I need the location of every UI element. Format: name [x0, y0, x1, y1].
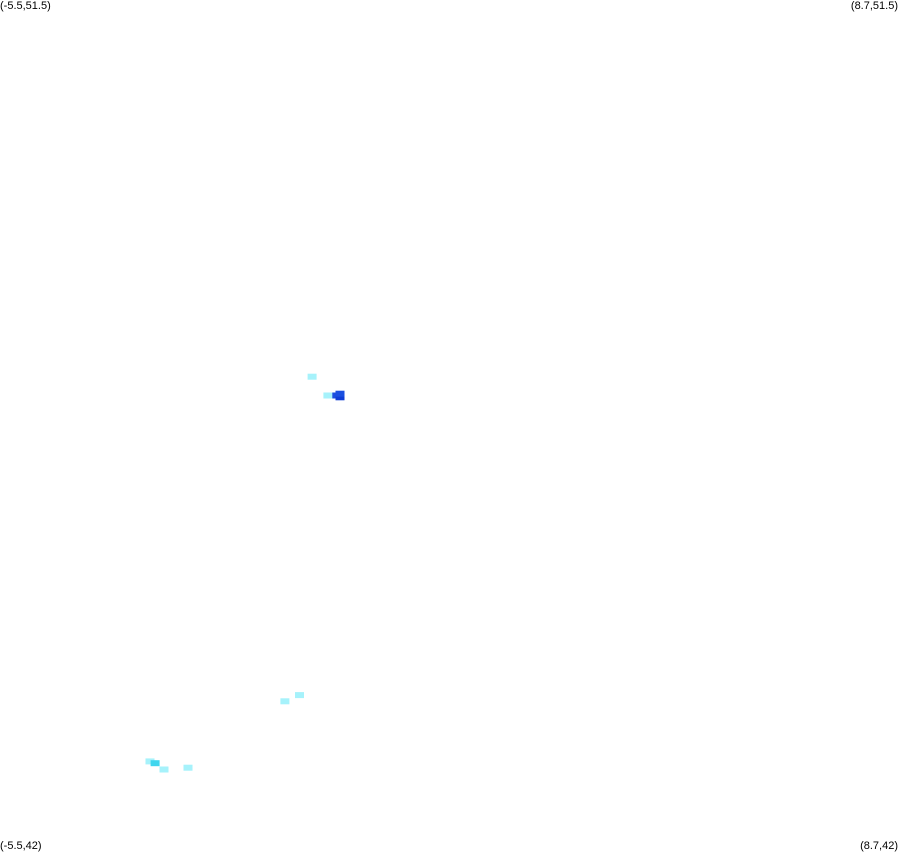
density-cell	[323, 392, 333, 399]
density-cell	[280, 698, 290, 705]
density-cell	[295, 692, 304, 699]
density-cell	[335, 394, 345, 401]
corner-label-bottom-right: (8.7,42)	[860, 840, 898, 852]
density-cell	[150, 760, 160, 767]
density-cell	[183, 764, 193, 771]
density-cell	[307, 373, 317, 380]
density-cell	[335, 390, 345, 397]
corner-label-top-right: (8.7,51.5)	[850, 0, 898, 12]
density-cell	[159, 766, 169, 773]
corner-label-bottom-left: (-5.5,42)	[0, 840, 42, 852]
density-cell	[145, 758, 155, 765]
corner-label-top-left: (-5.5,51.5)	[0, 0, 51, 12]
